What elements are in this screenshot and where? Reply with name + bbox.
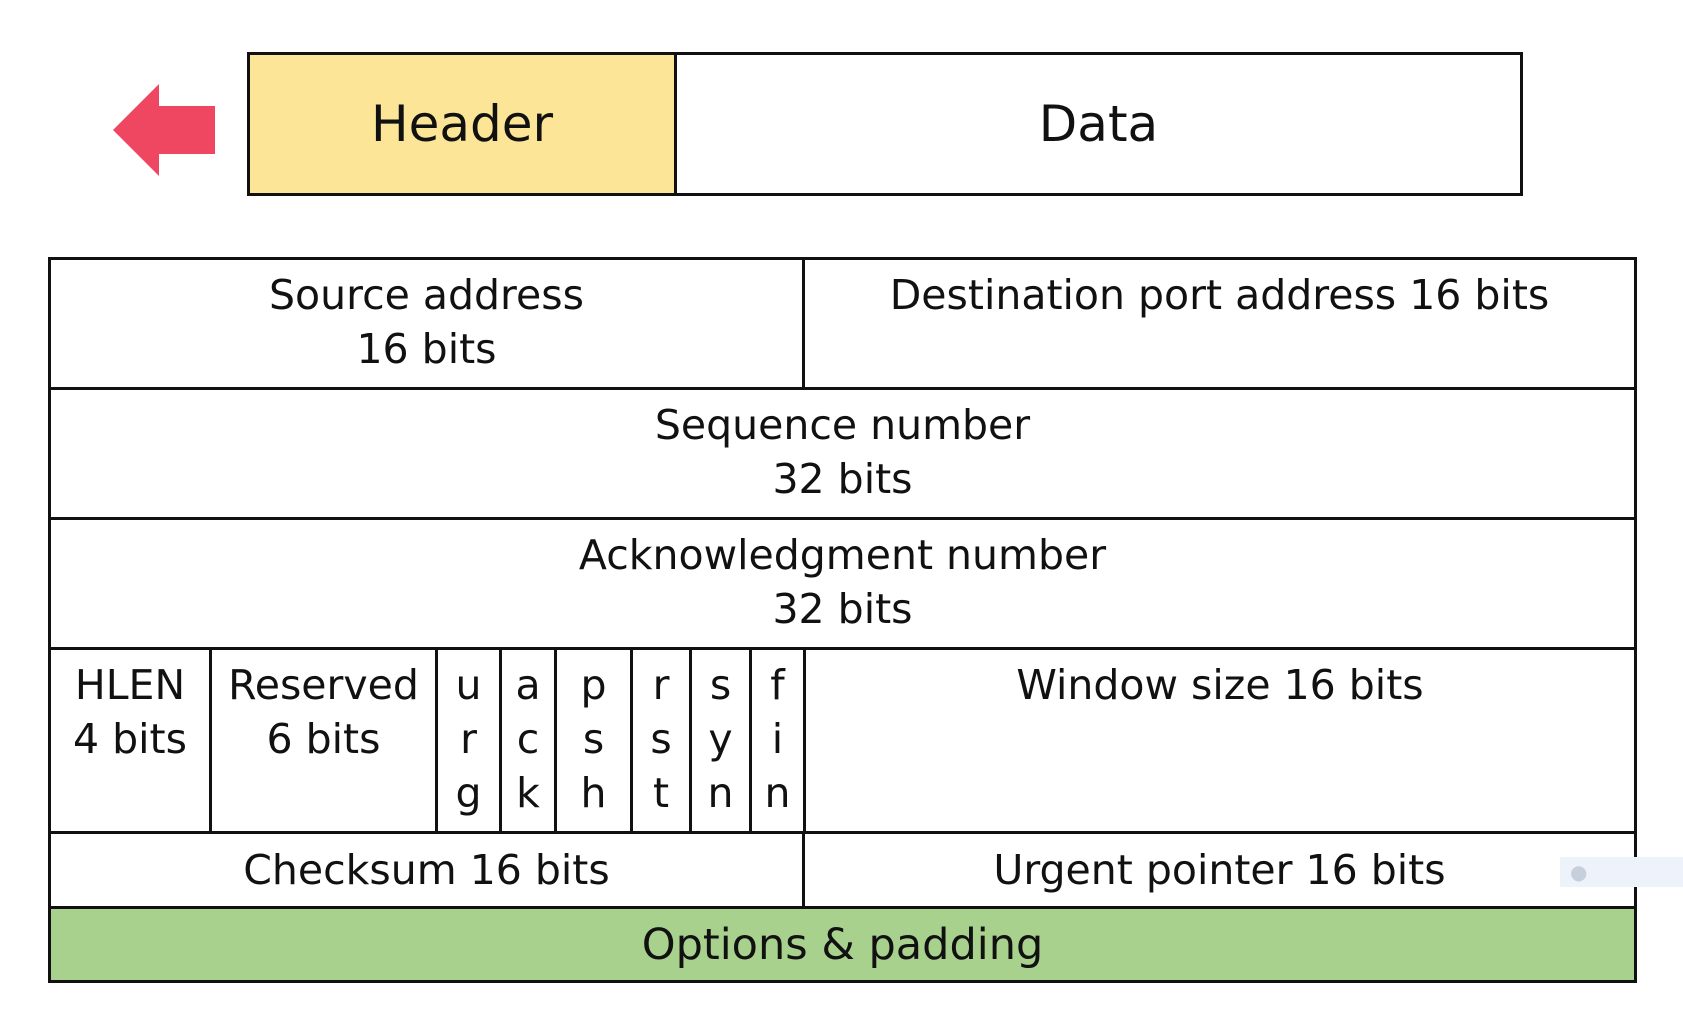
flag-char: r: [652, 661, 670, 709]
checksum-label: Checksum 16 bits: [243, 846, 610, 894]
urgent-pointer-label: Urgent pointer 16 bits: [993, 846, 1446, 894]
acknowledgment-bits: 32 bits: [772, 585, 913, 633]
flag-psh: p s h: [557, 650, 633, 831]
reserved-cell: Reserved 6 bits: [212, 650, 438, 831]
urgent-pointer-cell: Urgent pointer 16 bits: [805, 834, 1634, 906]
data-block: Data: [677, 55, 1520, 193]
flag-char: i: [771, 715, 784, 763]
source-port-bits: 16 bits: [356, 325, 497, 373]
row-ports: Source address 16 bits Destination port …: [51, 260, 1634, 390]
acknowledgment-label: Acknowledgment number: [578, 531, 1107, 579]
flag-char: t: [652, 769, 670, 817]
flag-char: h: [580, 769, 607, 817]
left-arrow-icon: [113, 84, 215, 176]
reserved-bits: 6 bits: [266, 715, 381, 763]
flag-char: u: [455, 661, 482, 709]
window-size-label: Window size 16 bits: [1016, 661, 1424, 709]
flag-char: c: [516, 715, 540, 763]
flag-char: k: [516, 769, 540, 817]
flag-char: a: [515, 661, 541, 709]
flag-rst: r s t: [633, 650, 692, 831]
row-sequence: Sequence number 32 bits: [51, 390, 1634, 520]
reserved-label: Reserved: [228, 661, 419, 709]
flag-urg: u r g: [438, 650, 502, 831]
flag-syn: s y n: [692, 650, 752, 831]
acknowledgment-cell: Acknowledgment number 32 bits: [51, 520, 1634, 647]
tcp-header-table: Source address 16 bits Destination port …: [48, 257, 1637, 983]
watermark: ●: [1560, 857, 1683, 887]
flag-char: n: [764, 769, 791, 817]
flag-fin: f i n: [752, 650, 806, 831]
row-control: HLEN 4 bits Reserved 6 bits u r g a c k …: [51, 650, 1634, 834]
flag-char: s: [650, 715, 672, 763]
checksum-cell: Checksum 16 bits: [51, 834, 805, 906]
sequence-label: Sequence number: [654, 401, 1031, 449]
flag-char: n: [707, 769, 734, 817]
source-port-label: Source address: [269, 271, 584, 319]
flag-char: y: [708, 715, 733, 763]
row-options: Options & padding: [51, 909, 1634, 980]
data-label: Data: [1038, 95, 1159, 153]
sequence-cell: Sequence number 32 bits: [51, 390, 1634, 517]
options-label: Options & padding: [641, 919, 1044, 970]
row-checksum: Checksum 16 bits Urgent pointer 16 bits: [51, 834, 1634, 909]
segment-box: Header Data: [247, 52, 1523, 196]
hlen-bits: 4 bits: [73, 715, 187, 763]
header-label: Header: [370, 95, 554, 153]
header-block: Header: [250, 55, 677, 193]
destination-port-label: Destination port address 16 bits: [889, 271, 1550, 319]
flag-char: r: [460, 715, 477, 763]
flag-char: g: [455, 769, 482, 817]
flag-char: f: [770, 661, 785, 709]
source-port-cell: Source address 16 bits: [51, 260, 805, 387]
hlen-cell: HLEN 4 bits: [51, 650, 212, 831]
flag-ack: a c k: [502, 650, 557, 831]
destination-port-cell: Destination port address 16 bits: [805, 260, 1634, 387]
hlen-label: HLEN: [74, 661, 186, 709]
flag-char: s: [582, 715, 605, 763]
flag-char: s: [709, 661, 732, 709]
sequence-bits: 32 bits: [772, 455, 913, 503]
options-cell: Options & padding: [51, 909, 1634, 980]
flag-char: p: [580, 661, 607, 709]
row-acknowledgment: Acknowledgment number 32 bits: [51, 520, 1634, 650]
window-size-cell: Window size 16 bits: [806, 650, 1634, 831]
